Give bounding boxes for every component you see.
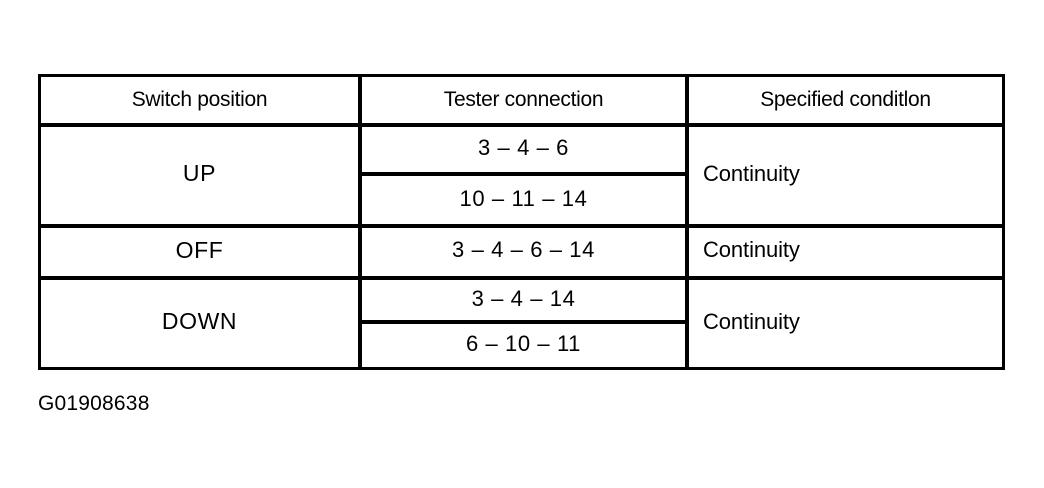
figure-caption: G01908638 [38,392,150,415]
tester-connection-value: 3 – 4 – 6 [477,135,570,161]
specified-condition-value: Continuity [703,237,800,262]
cell-tester-connection-up: 3 – 4 – 6 10 – 11 – 14 [362,123,685,224]
table-header-row: Switch position Tester connection Specif… [41,77,1002,123]
cell-tester-connection-off: 3 – 4 – 6 – 14 [362,224,685,276]
header-cell-specified-condition: Specified conditlon [689,77,1002,123]
tester-connection-subrow: 10 – 11 – 14 [362,174,685,225]
table-row: OFF 3 – 4 – 6 – 14 Continuity [41,224,1002,276]
cell-switch-position-down: DOWN [41,276,358,367]
switch-position-value: DOWN [161,308,238,334]
cell-specified-condition-up: Continuity [689,123,1002,224]
header-label-switch-position: Switch position [131,88,268,111]
column-divider-2 [685,77,689,367]
specified-condition-value: Continuity [703,308,800,334]
header-cell-tester-connection: Tester connection [362,77,685,123]
cell-specified-condition-off: Continuity [689,224,1002,276]
switch-position-value: UP [182,160,217,186]
column-divider-1 [358,77,362,367]
subrow-separator [362,319,685,324]
table-row: UP 3 – 4 – 6 10 – 11 – 14 Continuity [41,123,1002,224]
cell-switch-position-off: OFF [41,224,358,276]
specified-condition-value: Continuity [703,160,800,186]
table-row: DOWN 3 – 4 – 14 6 – 10 – 11 Continuity [41,276,1002,367]
header-label-tester-connection: Tester connection [443,88,604,111]
switch-continuity-table: Switch position Tester connection Specif… [38,74,1005,370]
tester-connection-subrow: 6 – 10 – 11 [362,322,685,368]
cell-switch-position-up: UP [41,123,358,224]
switch-position-value: OFF [175,236,224,263]
row-separator-off [41,276,1002,280]
row-separator-header [41,123,1002,127]
header-label-specified-condition: Specified conditlon [760,88,931,111]
row-separator-up [41,224,1002,228]
header-cell-switch-position: Switch position [41,77,358,123]
subrow-separator [362,171,685,176]
cell-specified-condition-down: Continuity [689,276,1002,367]
cell-tester-connection-down: 3 – 4 – 14 6 – 10 – 11 [362,276,685,367]
tester-connection-value: 6 – 10 – 11 [465,331,582,357]
tester-connection-subrow: 3 – 4 – 6 [362,123,685,174]
tester-connection-value: 3 – 4 – 6 – 14 [452,237,595,262]
tester-connection-value: 10 – 11 – 14 [459,185,588,211]
tester-connection-value: 3 – 4 – 14 [471,285,576,311]
tester-connection-subrow: 3 – 4 – 14 [362,276,685,322]
